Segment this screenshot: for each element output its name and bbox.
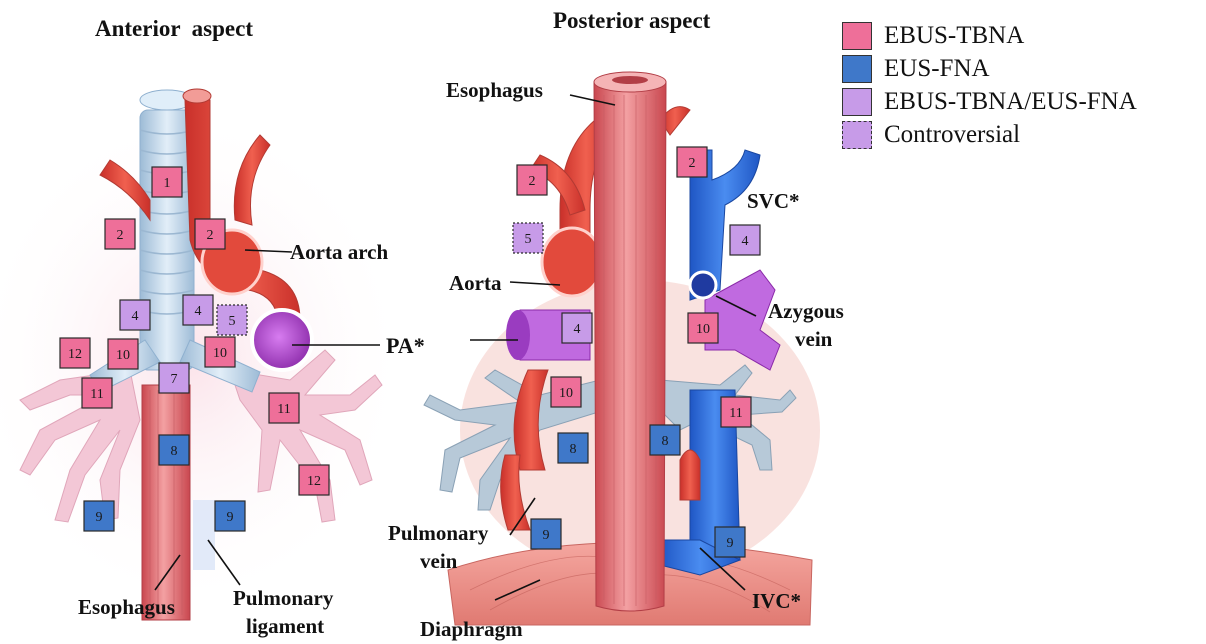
diaphragm-label: Diaphragm (420, 617, 523, 641)
legend-label-controversial: Controversial (884, 119, 1020, 151)
station-number: 11 (729, 406, 742, 421)
pulmonary-artery (252, 310, 312, 370)
station-number: 9 (543, 528, 550, 543)
anterior-station-10: 10 (108, 339, 138, 369)
anterior-station-1: 1 (152, 167, 182, 197)
station-number: 4 (574, 322, 581, 337)
station-number: 8 (570, 442, 577, 457)
azygous-vein-cross-section (690, 272, 716, 298)
legend-swatch-ebus (842, 22, 872, 50)
station-number: 2 (117, 228, 124, 243)
posterior-station-11: 11 (721, 397, 751, 427)
anterior-title: Anterior aspect (95, 16, 253, 41)
anterior-station-9: 9 (215, 501, 245, 531)
pulmonary-vein-label-1: Pulmonary (388, 521, 489, 545)
anterior-station-10: 10 (205, 337, 235, 367)
posterior-station-2: 2 (517, 165, 547, 195)
station-number: 10 (696, 322, 710, 337)
posterior-station-9: 9 (715, 527, 745, 557)
station-number: 8 (662, 434, 669, 449)
legend-swatch-eus (842, 55, 872, 83)
station-number: 9 (227, 510, 234, 525)
anterior-station-9: 9 (84, 501, 114, 531)
azygous-vein-label-1: Azygous (768, 299, 844, 323)
station-number: 9 (727, 536, 734, 551)
legend-swatch-controversial (842, 121, 872, 149)
posterior-station-8: 8 (650, 425, 680, 455)
station-number: 10 (559, 386, 573, 401)
anterior-station-5: 5 (217, 305, 247, 335)
esophagus-anterior (142, 385, 190, 620)
trachea (140, 110, 194, 370)
esophagus-anterior-label: Esophagus (78, 595, 175, 619)
station-number: 12 (68, 347, 82, 362)
anterior-station-7: 7 (159, 363, 189, 393)
legend-label-ebus: EBUS-TBNA (884, 20, 1024, 52)
posterior-station-10: 10 (688, 313, 718, 343)
anterior-station-4: 4 (120, 300, 150, 330)
legend-label-both: EBUS-TBNA/EUS-FNA (884, 86, 1137, 118)
station-number: 10 (116, 348, 130, 363)
station-number: 7 (171, 372, 178, 387)
station-number: 4 (132, 309, 139, 324)
station-number: 4 (742, 234, 749, 249)
legend-swatch-both (842, 88, 872, 116)
aorta-cross-section (542, 228, 602, 296)
anterior-station-4: 4 (183, 295, 213, 325)
anterior-station-12: 12 (299, 465, 329, 495)
posterior-station-5: 5 (513, 223, 543, 253)
station-number: 5 (525, 232, 532, 247)
station-number: 1 (164, 176, 171, 191)
station-number: 4 (195, 304, 202, 319)
station-number: 2 (689, 156, 696, 171)
posterior-station-8: 8 (558, 433, 588, 463)
station-number: 9 (96, 510, 103, 525)
posterior-station-2: 2 (677, 147, 707, 177)
svc-label: SVC* (747, 189, 800, 213)
esophagus-posterior (594, 82, 666, 611)
station-number: 2 (207, 228, 214, 243)
anterior-station-2: 2 (195, 219, 225, 249)
anterior-illustration (0, 89, 390, 620)
posterior-station-10: 10 (551, 377, 581, 407)
esophagus-posterior-label: Esophagus (446, 78, 543, 102)
aorta-label: Aorta (449, 271, 502, 295)
pa-label: PA* (386, 333, 425, 358)
azygous-vein-label-2: vein (795, 327, 833, 351)
posterior-station-9: 9 (531, 519, 561, 549)
pulmonary-vein-label-2: vein (420, 549, 458, 573)
anterior-station-11: 11 (269, 393, 299, 423)
anterior-station-11: 11 (82, 378, 112, 408)
posterior-title: Posterior aspect (553, 8, 711, 33)
station-number: 8 (171, 444, 178, 459)
aorta-arch-label: Aorta arch (290, 240, 388, 264)
station-number: 2 (529, 174, 536, 189)
posterior-station-4: 4 (562, 313, 592, 343)
ivc-label: IVC* (752, 589, 801, 613)
anterior-station-8: 8 (159, 435, 189, 465)
anterior-station-12: 12 (60, 338, 90, 368)
anterior-station-2: 2 (105, 219, 135, 249)
station-number: 10 (213, 346, 227, 361)
station-number: 12 (307, 474, 321, 489)
station-number: 5 (229, 314, 236, 329)
pulmonary-ligament-label-1: Pulmonary (233, 586, 334, 610)
station-number: 11 (277, 402, 290, 417)
station-number: 11 (90, 387, 103, 402)
pulmonary-ligament-label-2: ligament (246, 614, 324, 638)
posterior-station-4: 4 (730, 225, 760, 255)
legend-label-eus: EUS-FNA (884, 53, 990, 85)
